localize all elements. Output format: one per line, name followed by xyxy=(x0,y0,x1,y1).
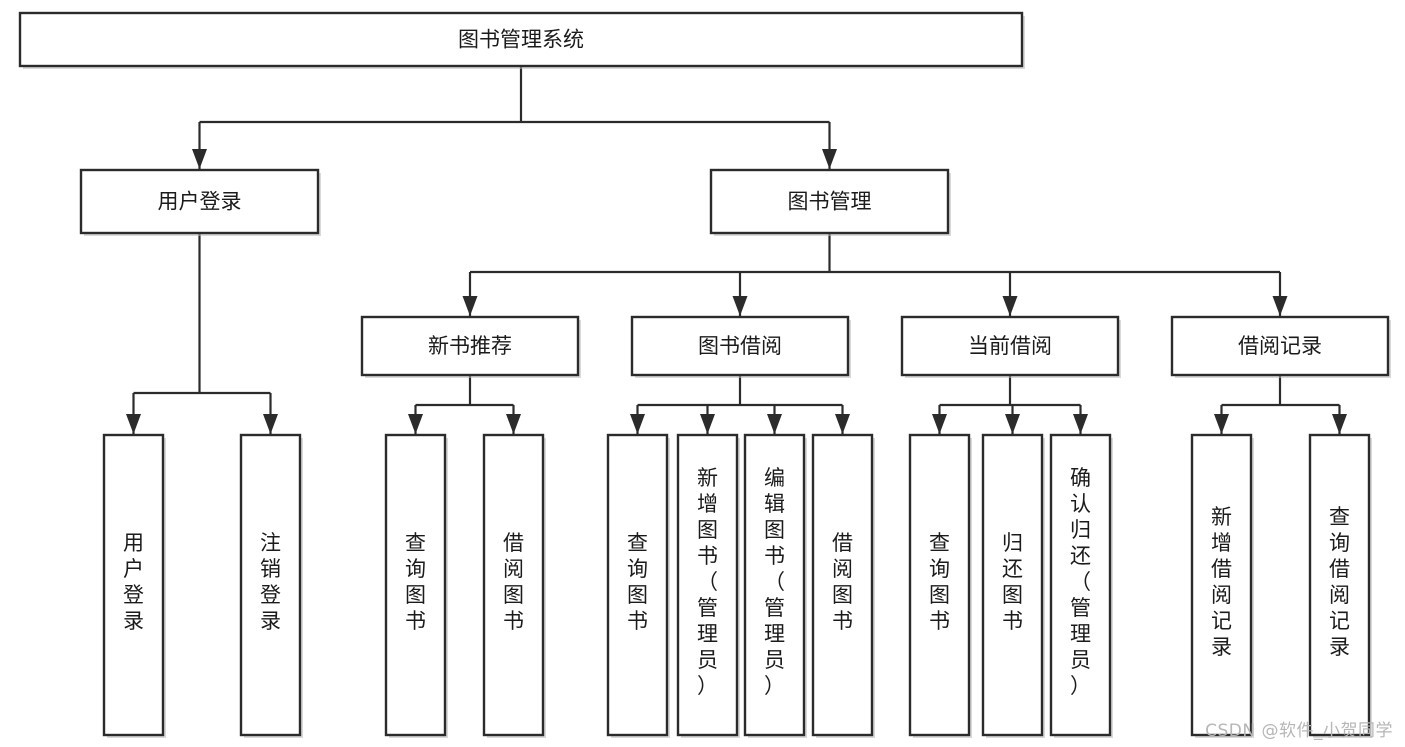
node-rect[interactable] xyxy=(709,168,950,235)
arrow-head-icon xyxy=(1332,414,1347,434)
node-label: 新增借阅记录 xyxy=(1211,505,1232,659)
node-borrow-record[interactable]: 借阅记录 xyxy=(1170,315,1391,378)
arrow-head-icon xyxy=(408,414,423,434)
arrow-head-icon xyxy=(767,414,782,434)
node-user-login[interactable]: 用户登录 xyxy=(79,168,321,236)
arrow-head-icon xyxy=(732,296,748,316)
node-label: 查询图书 xyxy=(405,531,426,633)
arrow-head-icon xyxy=(1073,414,1088,434)
node-leaf-return-book[interactable]: 归还图书 xyxy=(981,433,1045,738)
node-leaf-borrow-book-1[interactable]: 借阅图书 xyxy=(482,433,546,738)
arrow-head-icon xyxy=(263,414,278,434)
node-label: 新书推荐 xyxy=(428,334,512,358)
node-label: 图书管理 xyxy=(788,190,872,214)
node-rect[interactable] xyxy=(981,433,1044,737)
node-label: 编辑图书（管理员） xyxy=(764,466,785,698)
node-rect[interactable] xyxy=(1190,433,1253,737)
arrow-head-icon xyxy=(630,414,645,434)
connector-layer xyxy=(126,66,1347,434)
node-rect[interactable] xyxy=(482,433,545,737)
node-rect[interactable] xyxy=(811,433,874,737)
node-book-manage[interactable]: 图书管理 xyxy=(709,168,951,236)
node-rect[interactable] xyxy=(1308,433,1371,737)
node-root[interactable]: 图书管理系统 xyxy=(18,11,1025,69)
node-label: 确认归还（管理员） xyxy=(1070,466,1091,698)
node-label: 用户登录 xyxy=(158,190,242,214)
node-label: 图书借阅 xyxy=(698,334,782,358)
node-rect[interactable] xyxy=(743,433,806,737)
node-label: 用户登录 xyxy=(123,531,144,633)
node-rect[interactable] xyxy=(18,11,1024,68)
node-rect[interactable] xyxy=(676,433,739,737)
node-leaf-user-logout[interactable]: 注销登录 xyxy=(239,433,303,738)
arrow-head-icon xyxy=(462,296,478,316)
node-label: 借阅图书 xyxy=(503,531,524,633)
arrow-head-icon xyxy=(932,414,947,434)
node-rect[interactable] xyxy=(360,315,580,377)
node-rect[interactable] xyxy=(384,433,447,737)
node-rect[interactable] xyxy=(102,433,165,737)
node-leaf-borrow-book-2[interactable]: 借阅图书 xyxy=(811,433,875,738)
node-rect[interactable] xyxy=(900,315,1120,377)
watermark-label: CSDN @软件_小贺同学 xyxy=(1205,721,1393,741)
arrow-head-icon xyxy=(700,414,715,434)
node-rect[interactable] xyxy=(1170,315,1390,377)
arrow-head-icon xyxy=(506,414,521,434)
arrow-head-icon xyxy=(1272,296,1288,316)
node-rect[interactable] xyxy=(1049,433,1112,737)
node-layer: 图书管理系统用户登录图书管理新书推荐图书借阅当前借阅借阅记录用户登录注销登录查询… xyxy=(18,11,1391,738)
node-label: 查询图书 xyxy=(929,531,950,633)
node-rect[interactable] xyxy=(908,433,971,737)
node-label: 查询借阅记录 xyxy=(1329,505,1350,659)
node-leaf-add-record[interactable]: 新增借阅记录 xyxy=(1190,433,1254,738)
node-leaf-edit-book[interactable]: 编辑图书（管理员） xyxy=(743,433,807,738)
node-label: 新增图书（管理员） xyxy=(697,466,718,698)
node-current-borrow[interactable]: 当前借阅 xyxy=(900,315,1121,378)
node-rect[interactable] xyxy=(606,433,669,737)
node-label: 图书管理系统 xyxy=(458,28,584,52)
node-leaf-user-login[interactable]: 用户登录 xyxy=(102,433,166,738)
node-new-book-rec[interactable]: 新书推荐 xyxy=(360,315,581,378)
node-leaf-query-book-3[interactable]: 查询图书 xyxy=(908,433,972,738)
node-leaf-query-book-1[interactable]: 查询图书 xyxy=(384,433,448,738)
node-label: 当前借阅 xyxy=(968,334,1052,358)
node-leaf-confirm-return[interactable]: 确认归还（管理员） xyxy=(1049,433,1113,738)
arrow-head-icon xyxy=(835,414,850,434)
arrow-head-icon xyxy=(1214,414,1229,434)
node-label: 注销登录 xyxy=(260,531,281,633)
arrow-head-icon xyxy=(126,414,141,434)
arrow-head-icon xyxy=(1002,296,1018,316)
node-book-borrow[interactable]: 图书借阅 xyxy=(630,315,851,378)
node-leaf-query-record[interactable]: 查询借阅记录 xyxy=(1308,433,1372,738)
arrow-head-icon xyxy=(1005,414,1020,434)
node-label: 查询图书 xyxy=(627,531,648,633)
node-label: 借阅图书 xyxy=(832,531,853,633)
node-leaf-add-book[interactable]: 新增图书（管理员） xyxy=(676,433,740,738)
node-leaf-query-book-2[interactable]: 查询图书 xyxy=(606,433,670,738)
node-rect[interactable] xyxy=(79,168,320,235)
node-label: 借阅记录 xyxy=(1238,334,1322,358)
node-label: 归还图书 xyxy=(1002,531,1023,633)
arrow-head-icon xyxy=(192,149,207,169)
node-rect[interactable] xyxy=(630,315,850,377)
node-rect[interactable] xyxy=(239,433,302,737)
arrow-head-icon xyxy=(822,149,837,169)
